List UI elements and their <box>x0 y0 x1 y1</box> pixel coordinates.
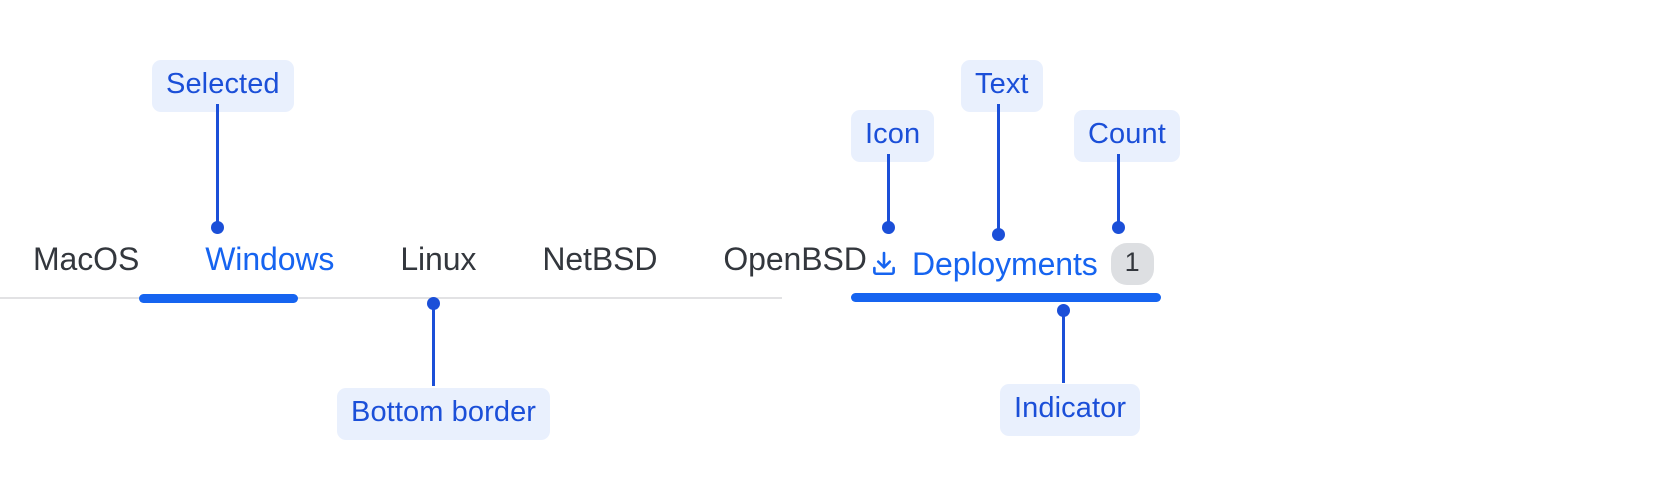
tab-windows[interactable]: Windows <box>205 241 335 277</box>
tab-deployments-label: Deployments <box>912 246 1098 282</box>
os-tab-bar: MacOS Windows Linux NetBSD OpenBSD <box>0 243 867 303</box>
annotation-text-label: Text <box>961 60 1043 112</box>
download-icon <box>869 249 899 279</box>
annotation-text-leader-line <box>997 104 1000 234</box>
tab-selected-indicator <box>139 294 298 303</box>
tab-deployments-count-badge: 1 <box>1110 243 1154 285</box>
deployments-tab-indicator <box>851 293 1161 302</box>
annotation-selected-dot <box>211 221 224 234</box>
annotation-bottom-border-leader-line <box>432 303 435 386</box>
tab-bar-bottom-border <box>0 297 782 299</box>
annotation-bottom-border-label: Bottom border <box>337 388 551 440</box>
annotation-count-label: Count <box>1074 110 1180 162</box>
annotation-count-leader-line <box>1117 154 1120 227</box>
annotation-icon-leader-line <box>887 154 890 227</box>
annotation-selected-leader-line <box>216 104 219 227</box>
os-tab-row: MacOS Windows Linux NetBSD OpenBSD <box>0 243 900 275</box>
annotation-indicator-label: Indicator <box>1000 384 1141 436</box>
tab-openbsd[interactable]: OpenBSD <box>723 241 867 277</box>
annotation-icon-label: Icon <box>851 110 935 162</box>
annotation-indicator-leader-line <box>1062 310 1065 383</box>
annotation-count-dot <box>1112 221 1125 234</box>
tab-linux[interactable]: Linux <box>400 241 477 277</box>
annotation-selected-label: Selected <box>152 60 294 112</box>
annotation-text-dot <box>992 228 1005 241</box>
tab-macos[interactable]: MacOS <box>33 241 140 277</box>
annotation-icon-dot <box>882 221 895 234</box>
tab-deployments[interactable]: Deployments 1 <box>869 243 1154 285</box>
deployments-tab-bar: Deployments 1 <box>851 243 1161 303</box>
tab-netbsd[interactable]: NetBSD <box>542 241 658 277</box>
